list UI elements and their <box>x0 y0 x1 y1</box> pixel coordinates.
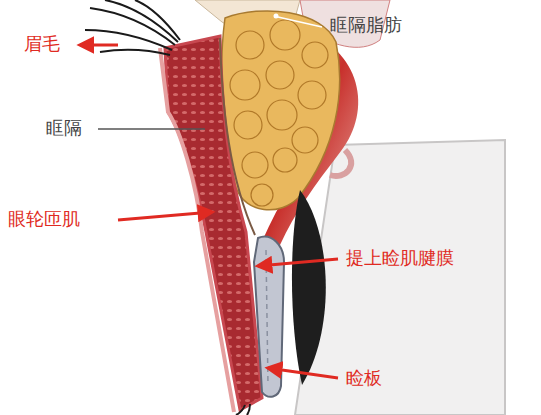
muscle-band <box>330 150 351 176</box>
structure-label: 眼轮匝肌 <box>8 208 80 230</box>
structure-label: 眶隔 <box>46 117 82 139</box>
orbicularis-muscle <box>165 36 262 410</box>
fat-lobules <box>230 20 328 206</box>
structure-label: 睑板 <box>346 367 382 389</box>
structure-label: 眶隔脂肪 <box>330 14 402 36</box>
meibomian-gland <box>266 250 268 385</box>
structure-label: 眉毛 <box>24 33 60 55</box>
globe-panel <box>295 140 505 415</box>
cornea <box>292 190 326 385</box>
tarsus <box>254 237 284 397</box>
leader-lines <box>80 14 338 379</box>
structure-label: 提上睑肌腱膜 <box>346 247 454 269</box>
eyelashes <box>85 0 250 415</box>
orbital-fat <box>222 11 340 210</box>
septum <box>220 38 255 235</box>
